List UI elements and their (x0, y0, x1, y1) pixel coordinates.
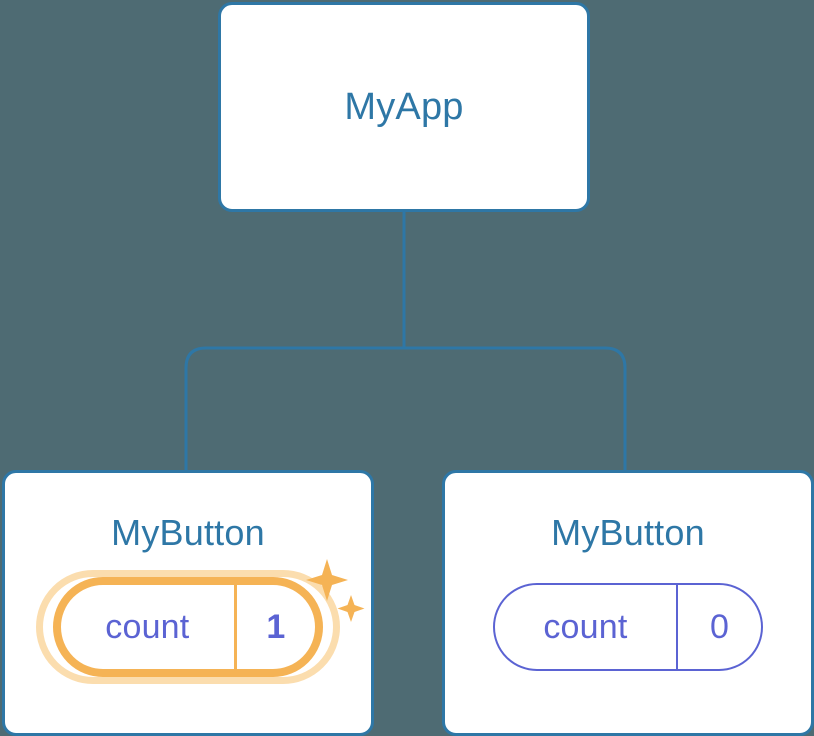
component-title: MyButton (111, 512, 265, 553)
connector-branch-right (404, 346, 627, 470)
state-value-label: 1 (233, 585, 315, 669)
connector-branch-left (184, 346, 404, 470)
component-card-root[interactable]: MyApp (218, 2, 590, 212)
state-key-label: count (543, 607, 628, 646)
component-card-mybutton-0[interactable]: MyButton count 1 (2, 470, 374, 736)
component-title: MyButton (551, 512, 705, 553)
state-key-label: count (105, 607, 190, 646)
state-pill[interactable]: count 1 (53, 577, 323, 677)
state-highlight-glow (36, 570, 340, 684)
state-pill[interactable]: count 0 (493, 583, 763, 671)
state-pill-wrapper: count 0 (493, 583, 763, 671)
component-card-mybutton-1[interactable]: MyButton count 0 (442, 470, 814, 736)
state-pill-wrapper: count 1 (36, 559, 365, 684)
state-value-label: 0 (675, 585, 761, 669)
component-title: MyApp (344, 86, 464, 128)
